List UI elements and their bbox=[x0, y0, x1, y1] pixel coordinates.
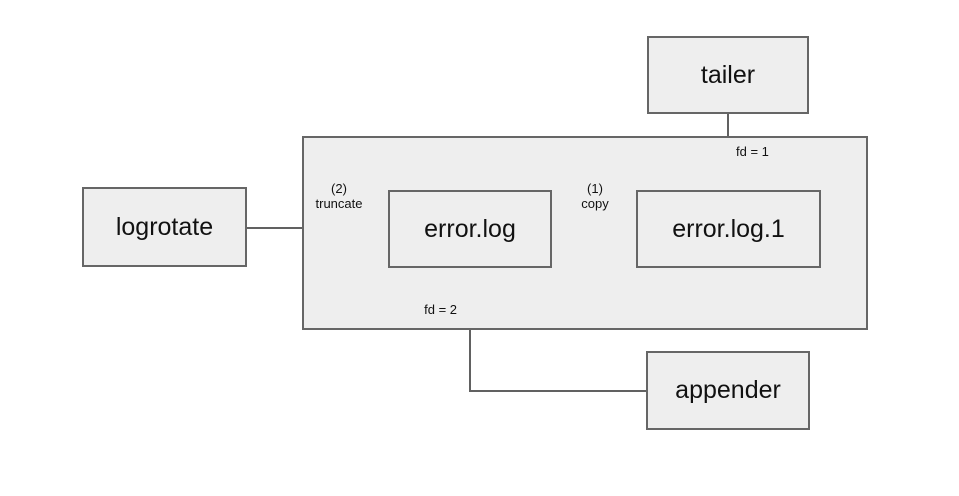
edge-label-copy: (1) copy bbox=[581, 181, 609, 211]
node-error-log-label: error.log bbox=[424, 214, 516, 243]
node-error-log-1-label: error.log.1 bbox=[672, 214, 785, 243]
node-logrotate-label: logrotate bbox=[115, 212, 214, 241]
node-appender-label: appender bbox=[675, 376, 781, 404]
node-error-log-1: error.log.1 bbox=[636, 190, 821, 268]
node-tailer: tailer bbox=[647, 36, 809, 114]
node-tailer-label: tailer bbox=[700, 60, 756, 89]
node-appender: appender bbox=[646, 351, 810, 430]
node-logrotate: logrotate bbox=[82, 187, 247, 267]
edge-label-fd2: fd = 2 bbox=[424, 302, 457, 317]
edge-label-truncate: (2) truncate bbox=[315, 181, 363, 211]
edge-label-fd1: fd = 1 bbox=[736, 144, 769, 159]
node-error-log: error.log bbox=[388, 190, 552, 268]
